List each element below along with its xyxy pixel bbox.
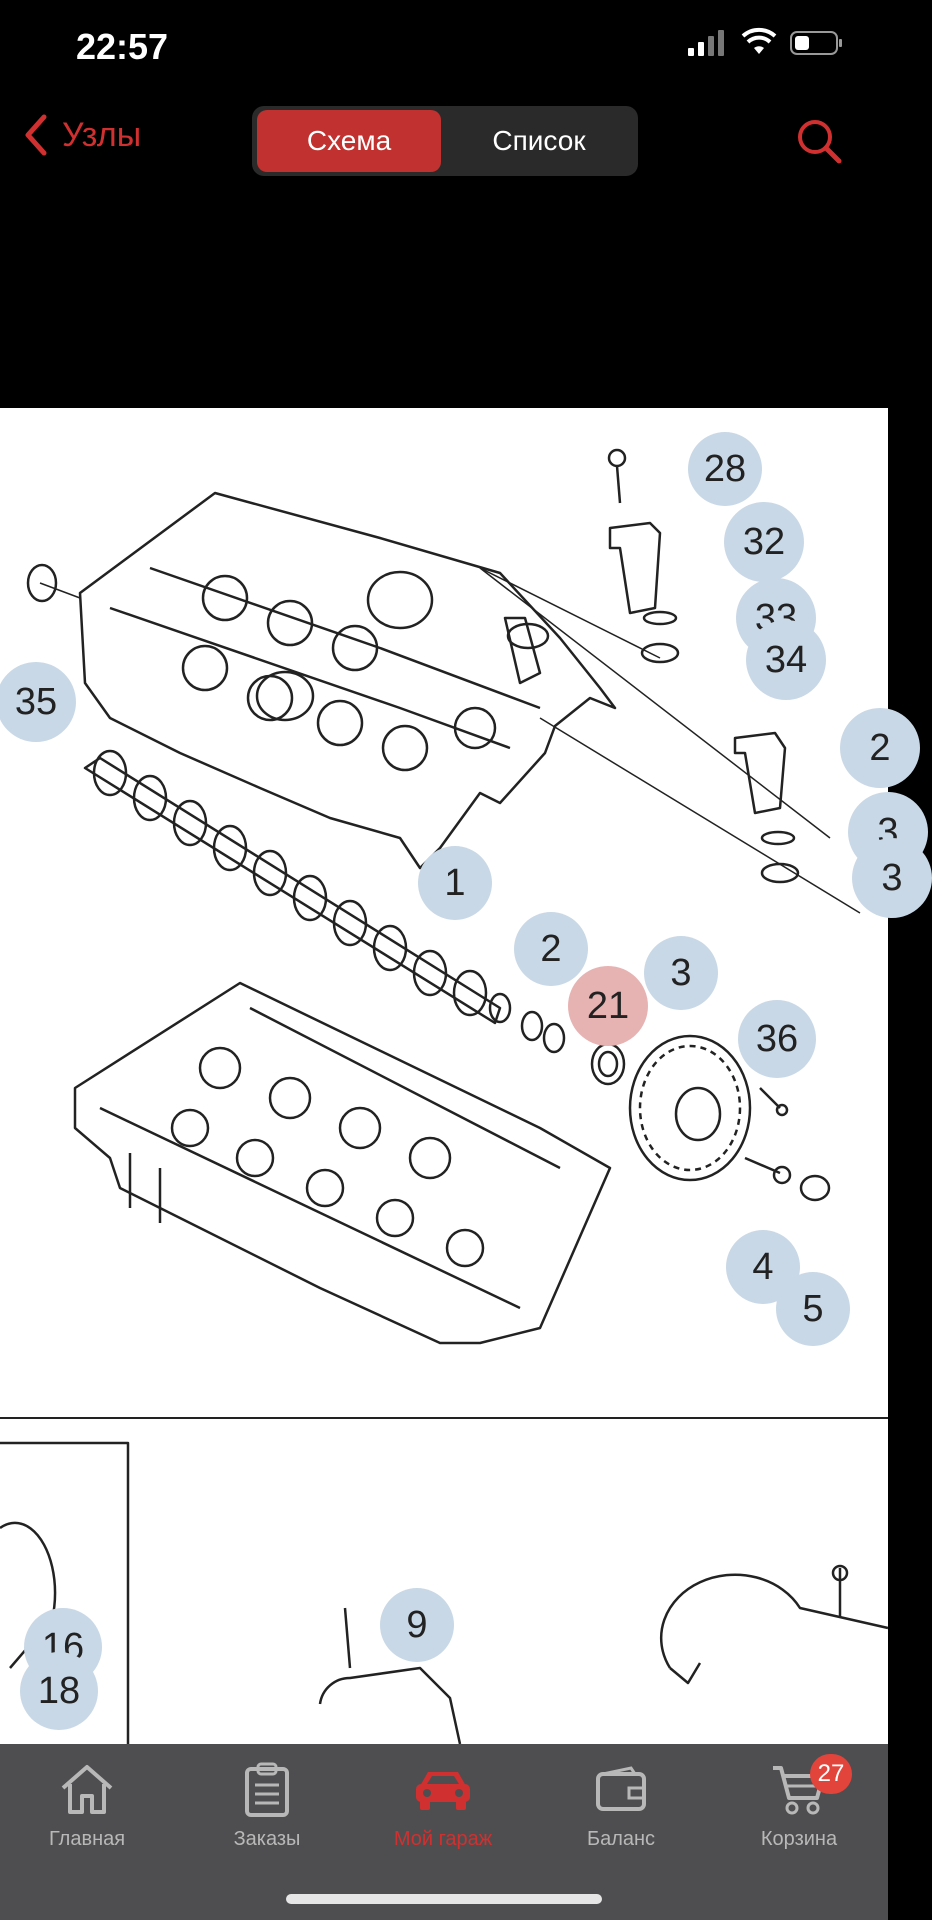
callout-3[interactable]: 3 [644,936,718,1010]
callout-9[interactable]: 9 [380,1588,454,1662]
callout-28[interactable]: 28 [688,432,762,506]
tab-home[interactable]: Главная [12,1756,162,1866]
search-icon [798,120,842,164]
callout-18[interactable]: 18 [20,1652,98,1730]
callout-34[interactable]: 34 [746,620,826,700]
status-bar: 22:57 [0,0,888,100]
clipboard-icon [245,1762,289,1817]
tab-orders-label: Заказы [233,1828,301,1850]
callout-35[interactable]: 35 [0,662,76,742]
callout-3-right-lower[interactable]: 3 [852,838,932,918]
tab-cart-label: Корзина [760,1828,838,1850]
back-label: Узлы [62,115,142,154]
back-button[interactable]: Узлы [24,114,141,156]
chevron-left-icon [25,114,47,156]
callout-4[interactable]: 4 [726,1230,800,1304]
nav-bar: Узлы Схема Список [0,100,888,184]
battery-icon [790,31,842,55]
home-icon [61,1765,113,1814]
parts-diagram[interactable]: 28 32 33 34 35 2 3 3 1 2 21 3 36 4 5 16 … [0,408,932,1745]
callout-2[interactable]: 2 [514,912,588,986]
wifi-icon [741,27,777,54]
engine-drawing [0,448,889,1745]
signal-icon [688,30,724,56]
view-segmented-control: Схема Список [252,106,638,176]
tab-orders[interactable]: Заказы [192,1756,342,1866]
tab-garage-label: Мой гараж [393,1828,493,1850]
status-icons [688,27,844,56]
wallet-icon [596,1766,646,1811]
callout-5[interactable]: 5 [776,1272,850,1346]
callout-36[interactable]: 36 [738,1000,816,1078]
segment-scheme[interactable]: Схема [257,110,441,172]
tab-cart[interactable]: Корзина 27 [724,1754,874,1866]
status-time: 22:57 [76,26,169,67]
callout-1[interactable]: 1 [418,846,492,920]
callout-32[interactable]: 32 [724,502,804,582]
tab-garage[interactable]: Мой гараж [368,1756,518,1866]
car-icon [416,1772,470,1810]
home-indicator[interactable] [286,1894,602,1904]
tab-bar: Главная Заказы Мой гараж [0,1744,888,1920]
tab-balance-label: Баланс [586,1828,656,1850]
search-button[interactable] [796,118,842,169]
tab-balance[interactable]: Баланс [546,1756,696,1866]
cart-count-badge: 27 [810,1754,852,1794]
tab-home-label: Главная [48,1828,126,1850]
segment-list[interactable]: Список [492,125,586,156]
callout-21-selected[interactable]: 21 [568,966,648,1046]
callout-2-right[interactable]: 2 [840,708,920,788]
